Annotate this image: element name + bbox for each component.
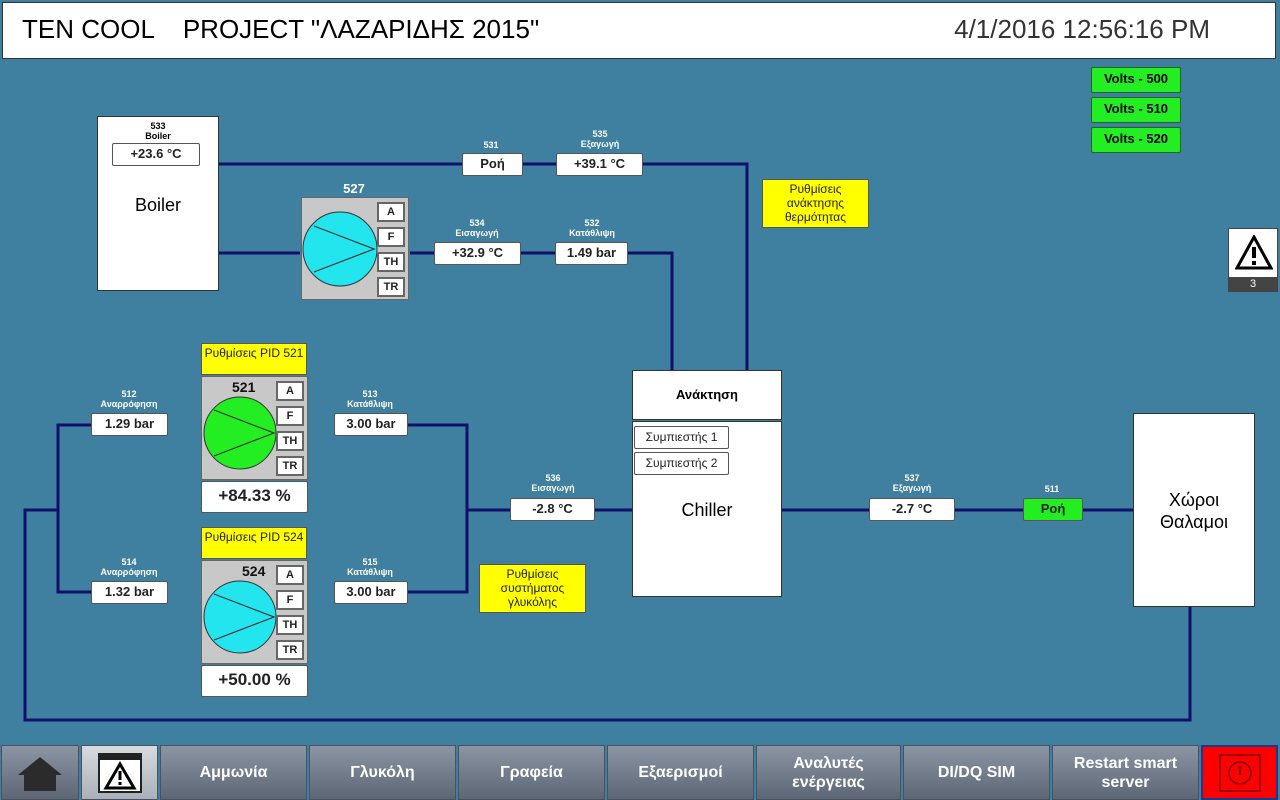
pump-524-percent: +50.00 % bbox=[201, 665, 308, 697]
pump-527-icon bbox=[302, 211, 378, 287]
pump-524-icon bbox=[203, 580, 277, 654]
discharge-515-value: 3.00 bar bbox=[334, 581, 408, 604]
title-box bbox=[2, 2, 1276, 59]
outlet-537-temp: -2.7 °C bbox=[869, 498, 955, 521]
suction-514-id: 514 bbox=[121, 557, 137, 567]
discharge-532-id: 532 bbox=[584, 218, 600, 228]
shutdown-button[interactable] bbox=[1201, 745, 1278, 800]
alarm-window-button[interactable] bbox=[81, 745, 158, 800]
pipe-527-out bbox=[410, 251, 674, 372]
exhaust-535-temp: +39.1 °C bbox=[556, 153, 643, 176]
volts-500-button[interactable]: Volts - 500 bbox=[1091, 67, 1181, 93]
boiler-sensor-id: 533 bbox=[150, 121, 166, 131]
suction-512-id: 512 bbox=[121, 389, 137, 399]
pump-521-mode-tr[interactable]: TR bbox=[276, 456, 304, 476]
exhaust-535-id: 535 bbox=[592, 129, 608, 139]
pump-521[interactable]: 521 A F TH TR bbox=[201, 376, 308, 480]
pump-527-mode-a[interactable]: A bbox=[377, 202, 405, 222]
suction-512-value: 1.29 bar bbox=[91, 413, 168, 436]
pipe-top bbox=[219, 162, 749, 372]
inlet-536-temp: -2.8 °C bbox=[510, 498, 595, 521]
pump-527-mode-th[interactable]: TH bbox=[377, 252, 405, 272]
offices-button[interactable]: Γραφεία bbox=[458, 745, 605, 800]
restart-smart-server-button[interactable]: Restart smart server bbox=[1052, 745, 1199, 800]
exhaust-535-name: Εξαγωγή bbox=[580, 139, 620, 149]
inlet-536-id: 536 bbox=[545, 473, 561, 483]
pump-527-mode-f[interactable]: F bbox=[377, 227, 405, 247]
volts-520-button[interactable]: Volts - 520 bbox=[1091, 127, 1181, 153]
pump-521-mode-f[interactable]: F bbox=[276, 406, 304, 426]
ventilation-button[interactable]: Εξαερισμοί bbox=[607, 745, 754, 800]
pump-524-mode-a[interactable]: A bbox=[276, 565, 304, 585]
discharge-532-name: Κατάθλιψη bbox=[569, 228, 615, 238]
glycol-button[interactable]: Γλυκόλη bbox=[309, 745, 456, 800]
pump-527-mode-tr[interactable]: TR bbox=[377, 277, 405, 297]
inlet-536-name: Εισαγωγή bbox=[531, 483, 575, 493]
discharge-513-value: 3.00 bar bbox=[334, 413, 408, 436]
pump-521-mode-th[interactable]: TH bbox=[276, 431, 304, 451]
warning-icon bbox=[1235, 235, 1273, 270]
project-title: TEN COOL PROJECT "ΛΑΖΑΡΙΔΗΣ 2015" bbox=[22, 14, 540, 44]
volts-510-button[interactable]: Volts - 510 bbox=[1091, 97, 1181, 123]
home-button[interactable] bbox=[1, 745, 79, 800]
heat-recovery-button[interactable]: Ανάκτηση bbox=[632, 370, 782, 420]
pump-524-mode-f[interactable]: F bbox=[276, 590, 304, 610]
pid-524-settings-button[interactable]: Ρυθμίσεις PID 524 bbox=[201, 527, 307, 559]
suction-514-value: 1.32 bar bbox=[91, 581, 168, 604]
alarm-count: 3 bbox=[1229, 277, 1277, 291]
pump-521-id: 521 bbox=[232, 379, 256, 395]
rooms-label: Χώροι Θαλαμοι bbox=[1160, 490, 1228, 532]
pump-527-id-label: 527 bbox=[343, 181, 365, 196]
flow-511[interactable]: Ροή bbox=[1023, 498, 1083, 521]
chiller-box[interactable]: Chiller bbox=[632, 421, 782, 597]
rooms-box[interactable]: Χώροι Θαλαμοι bbox=[1133, 413, 1255, 607]
heat-recovery-settings-button[interactable]: Ρυθμίσεις ανάκτησης θερμότητας bbox=[762, 179, 869, 228]
flow-531[interactable]: Ροή bbox=[462, 153, 523, 176]
discharge-515-id: 515 bbox=[362, 557, 378, 567]
pump-521-mode-a[interactable]: A bbox=[276, 381, 304, 401]
pump-524-id: 524 bbox=[242, 563, 266, 579]
ammonia-button[interactable]: Αμμωνία bbox=[160, 745, 307, 800]
chiller-label: Chiller bbox=[681, 500, 733, 520]
boiler-label: Boiler bbox=[134, 195, 182, 215]
pump-521-percent: +84.33 % bbox=[201, 481, 308, 513]
boiler-temp: +23.6 °C bbox=[112, 143, 200, 166]
glycol-settings-button[interactable]: Ρυθμίσεις συστήματος γλυκόλης bbox=[479, 564, 586, 613]
power-icon bbox=[1218, 753, 1261, 792]
flow-511-id: 511 bbox=[1044, 484, 1060, 494]
di-dq-sim-button[interactable]: DI/DQ SIM bbox=[903, 745, 1050, 800]
pump-527[interactable]: A F TH TR bbox=[301, 197, 409, 300]
energy-analyzers-button[interactable]: Αναλυτές ενέργειας bbox=[756, 745, 901, 800]
alarm-window-icon bbox=[97, 752, 142, 793]
compressor-1-button[interactable]: Συμπιεστής 1 bbox=[634, 426, 729, 449]
discharge-513-id: 513 bbox=[362, 389, 378, 399]
outlet-537-id: 537 bbox=[904, 473, 920, 483]
discharge-515-name: Κατάθλιψη bbox=[347, 567, 393, 577]
alarm-indicator[interactable]: 3 bbox=[1228, 228, 1278, 292]
inlet-534-name: Εισαγωγή bbox=[455, 228, 499, 238]
home-icon bbox=[18, 756, 62, 791]
pump-521-icon bbox=[203, 396, 277, 470]
outlet-537-name: Εξαγωγή bbox=[892, 483, 932, 493]
pid-521-settings-button[interactable]: Ρυθμίσεις PID 521 bbox=[201, 343, 307, 375]
suction-512-name: Αναρρόφηση bbox=[100, 399, 158, 409]
compressor-2-button[interactable]: Συμπιεστής 2 bbox=[634, 452, 729, 475]
discharge-532-value: 1.49 bar bbox=[555, 242, 628, 265]
discharge-513-name: Κατάθλιψη bbox=[347, 399, 393, 409]
inlet-534-temp: +32.9 °C bbox=[434, 242, 521, 265]
pump-524[interactable]: 524 A F TH TR bbox=[201, 560, 308, 664]
suction-514-name: Αναρρόφηση bbox=[100, 567, 158, 577]
pipe-return bbox=[23, 508, 1192, 722]
flow-531-id: 531 bbox=[483, 140, 499, 150]
boiler-sensor-name: Boiler bbox=[145, 131, 171, 141]
pump-524-mode-th[interactable]: TH bbox=[276, 615, 304, 635]
date-time: 4/1/2016 12:56:16 PM bbox=[954, 14, 1210, 44]
inlet-534-id: 534 bbox=[469, 218, 485, 228]
pump-524-mode-tr[interactable]: TR bbox=[276, 640, 304, 660]
